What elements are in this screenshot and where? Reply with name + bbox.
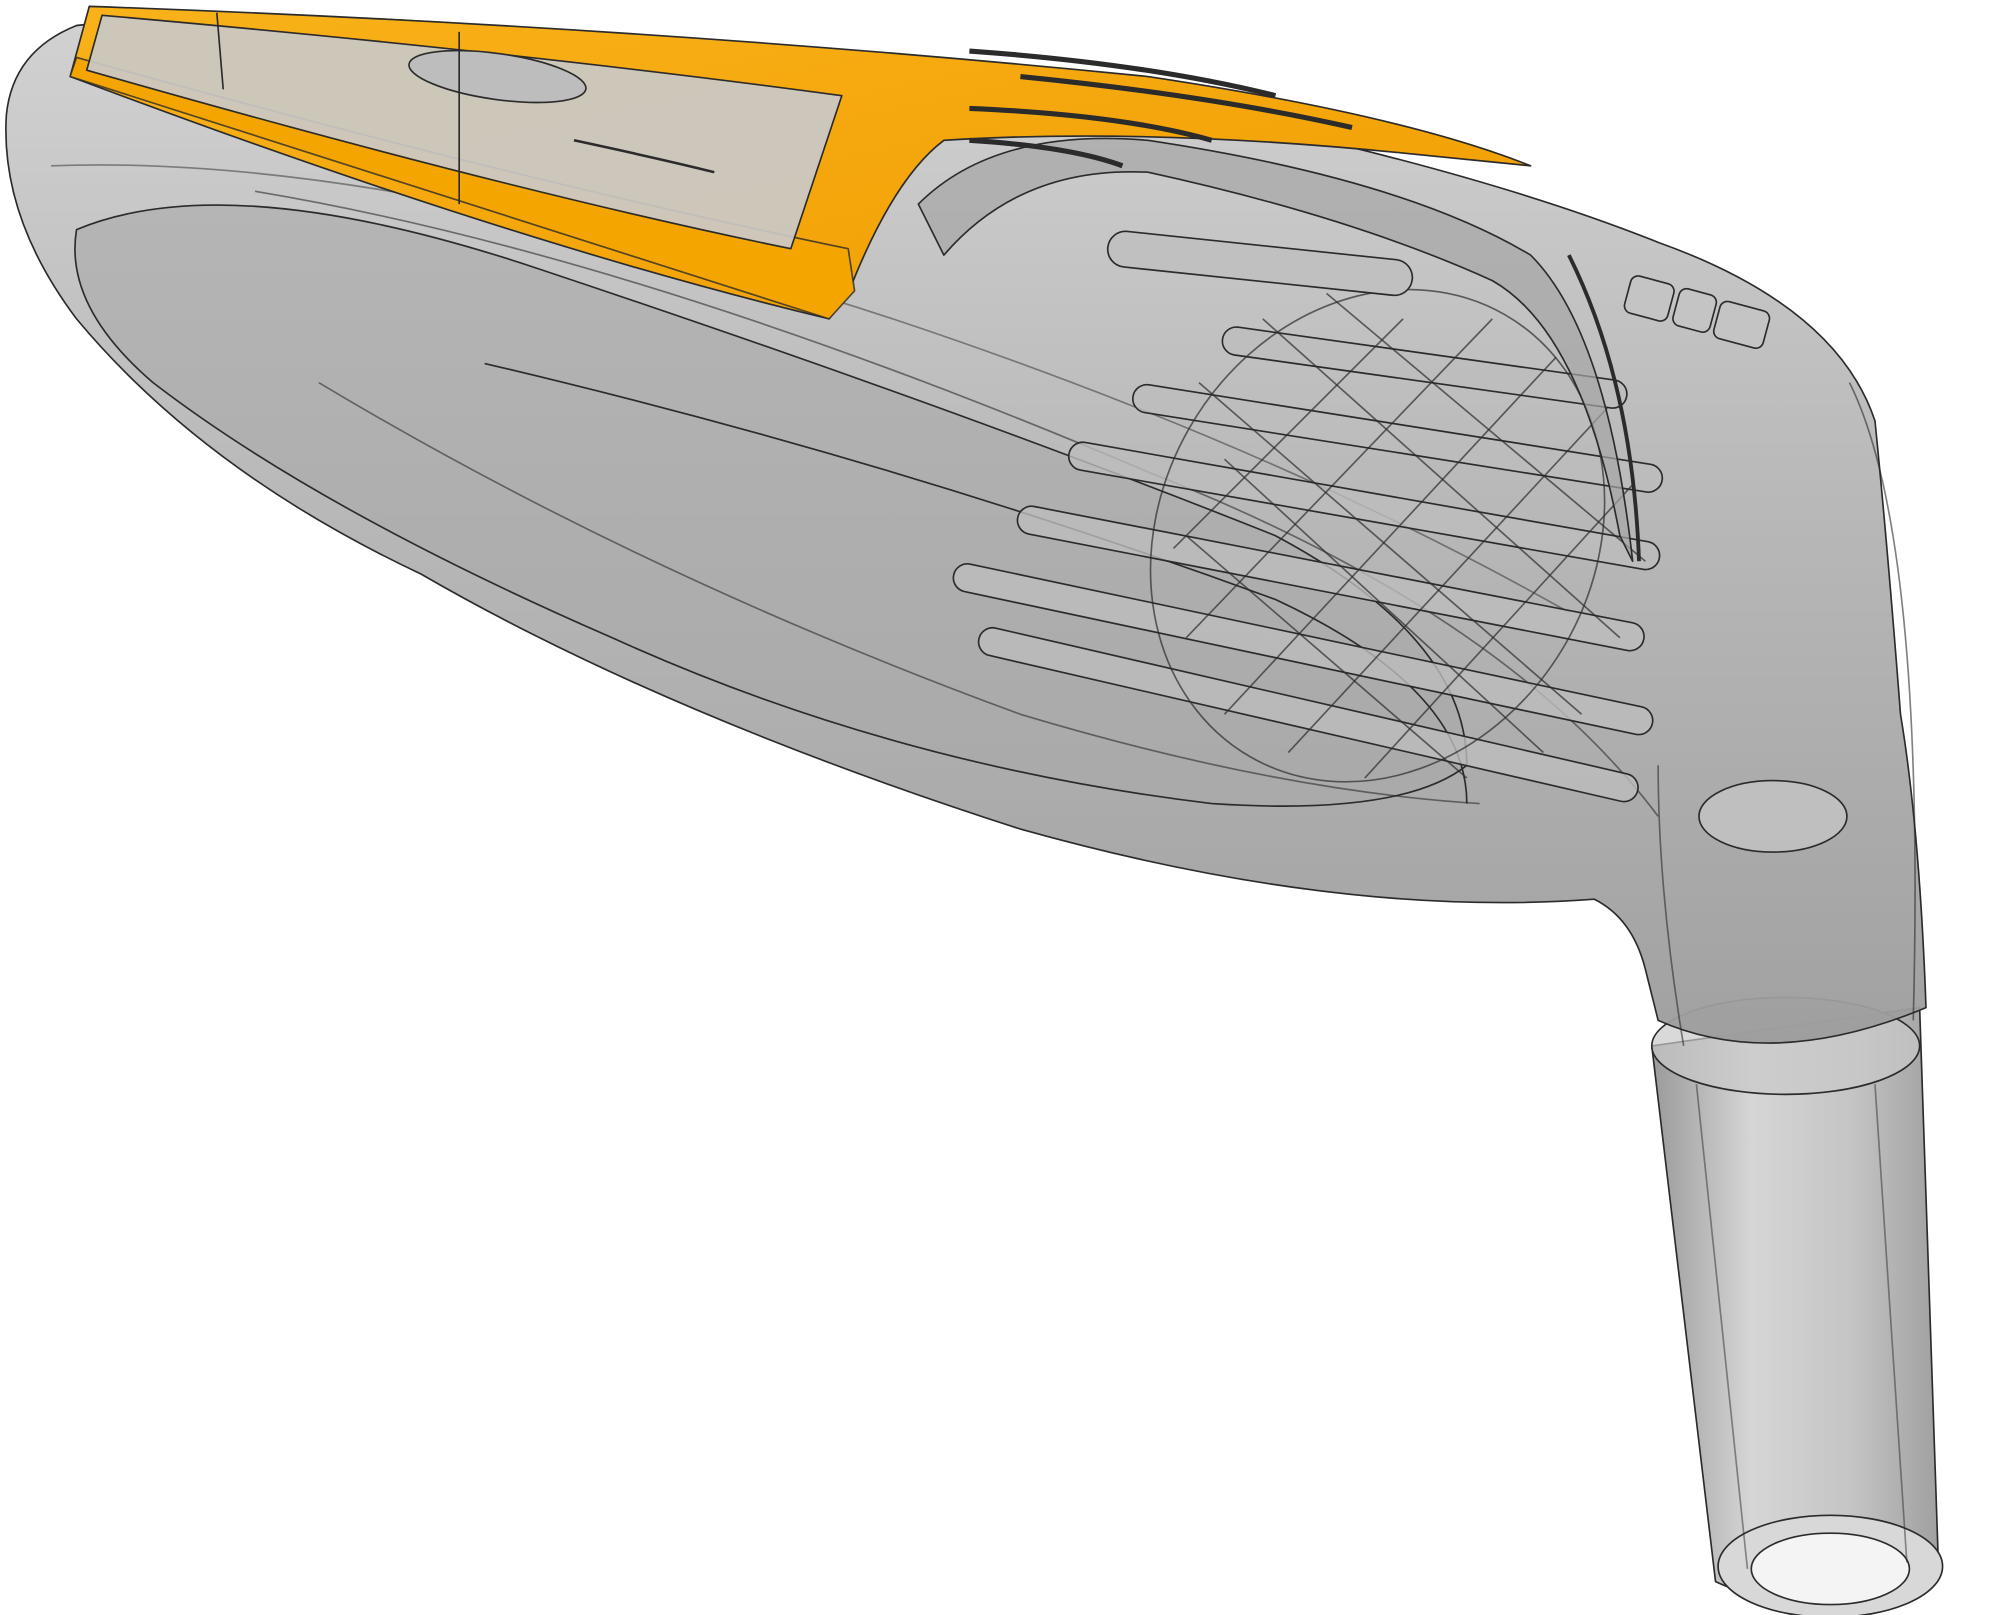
face-grooves: [952, 326, 1664, 803]
hosel-tube: [1650, 996, 1944, 1615]
toe-badge: [1623, 275, 1771, 350]
weight-badge: [85, 14, 843, 250]
hosel-bore: [1698, 779, 1848, 853]
internal-lattice: [1149, 288, 1646, 783]
crown-insert: [69, 5, 1532, 320]
